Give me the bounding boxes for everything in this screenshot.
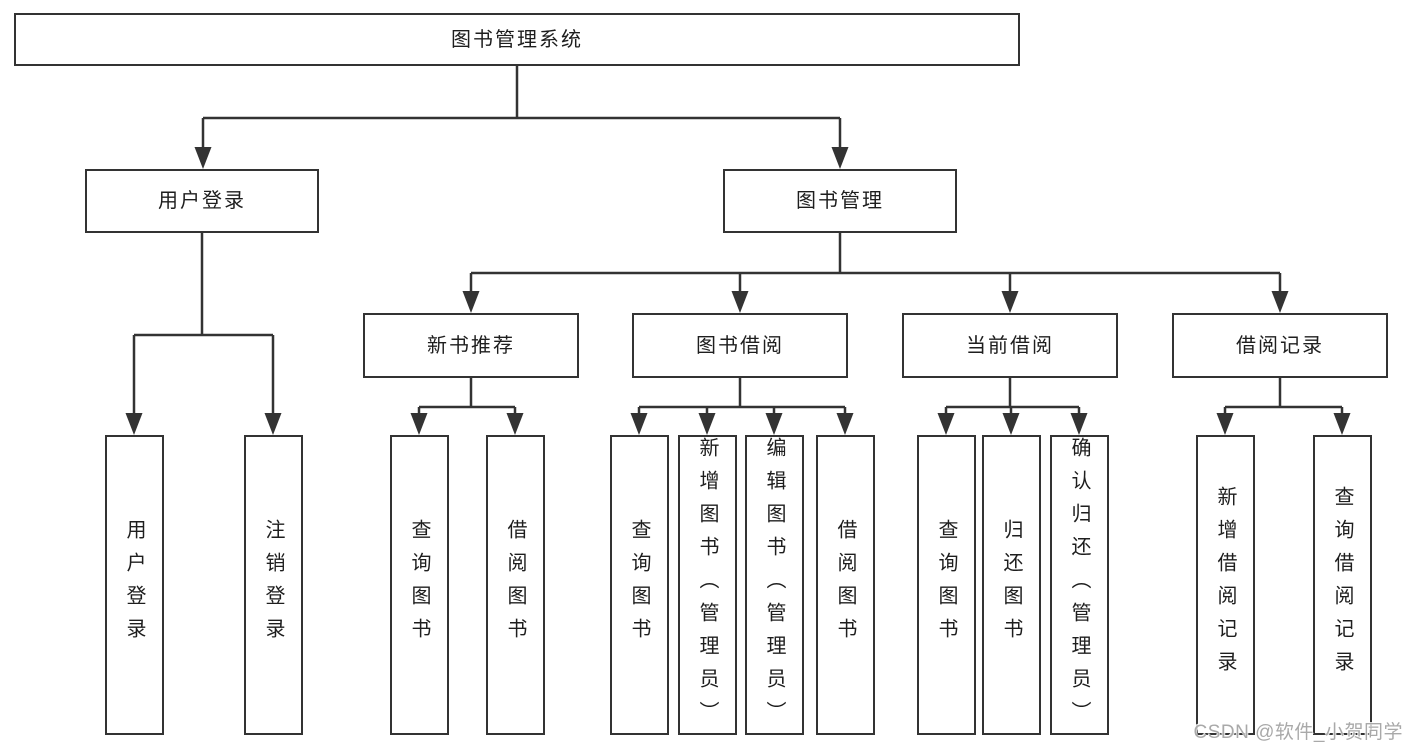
node-current-borrow-label: 当前借阅: [966, 334, 1054, 357]
node-root-label: 图书管理系统: [451, 28, 583, 51]
node-user-login-label: 用户登录: [158, 190, 246, 212]
leaf-query-book-3-label: 查询图书: [935, 519, 957, 651]
node-new-book-recommend-label: 新书推荐: [427, 334, 515, 357]
leaf-borrow-book-2-label: 借阅图书: [834, 519, 856, 651]
node-user-login: 用户登录: [85, 169, 319, 233]
leaf-return-book-label: 归还图书: [1000, 519, 1022, 651]
leaf-confirm-return-admin-label: 确认归还（管理员）: [1068, 436, 1090, 734]
leaf-query-borrow-record-label: 查询借阅记录: [1331, 486, 1353, 684]
leaf-return-book: 归还图书: [981, 435, 1041, 735]
leaf-query-book-3: 查询图书: [916, 435, 976, 735]
leaf-confirm-return-admin: 确认归还（管理员）: [1049, 435, 1109, 735]
leaf-add-borrow-record: 新增借阅记录: [1195, 435, 1255, 735]
leaf-query-borrow-record: 查询借阅记录: [1312, 435, 1372, 735]
node-book-management-label: 图书管理: [796, 190, 884, 212]
watermark: CSDN @软件_小贺同学: [1193, 722, 1403, 743]
leaf-query-book-2: 查询图书: [609, 435, 669, 735]
leaf-logout-label: 注销登录: [262, 519, 284, 651]
leaf-edit-book-admin-label: 编辑图书（管理员）: [763, 436, 785, 734]
leaf-query-book-1-label: 查询图书: [408, 519, 430, 651]
arrowheads: [125, 147, 1351, 435]
node-book-borrow: 图书借阅: [632, 313, 848, 378]
leaf-user-login: 用户登录: [104, 435, 164, 735]
leaf-query-book-2-label: 查询图书: [628, 519, 650, 651]
leaf-logout: 注销登录: [243, 435, 303, 735]
leaf-edit-book-admin: 编辑图书（管理员）: [744, 435, 804, 735]
leaf-add-borrow-record-label: 新增借阅记录: [1214, 486, 1236, 684]
node-borrow-record-label: 借阅记录: [1236, 334, 1324, 357]
leaf-borrow-book-1-label: 借阅图书: [504, 519, 526, 651]
leaf-add-book-admin: 新增图书（管理员）: [677, 435, 737, 735]
node-book-borrow-label: 图书借阅: [696, 334, 784, 357]
leaf-user-login-label: 用户登录: [123, 519, 145, 651]
node-borrow-record: 借阅记录: [1172, 313, 1388, 378]
node-book-management: 图书管理: [723, 169, 957, 233]
node-current-borrow: 当前借阅: [902, 313, 1118, 378]
leaf-borrow-book-1: 借阅图书: [485, 435, 545, 735]
node-root: 图书管理系统: [14, 13, 1020, 66]
leaf-borrow-book-2: 借阅图书: [815, 435, 875, 735]
leaf-add-book-admin-label: 新增图书（管理员）: [696, 436, 718, 734]
leaf-query-book-1: 查询图书: [389, 435, 449, 735]
node-new-book-recommend: 新书推荐: [363, 313, 579, 378]
